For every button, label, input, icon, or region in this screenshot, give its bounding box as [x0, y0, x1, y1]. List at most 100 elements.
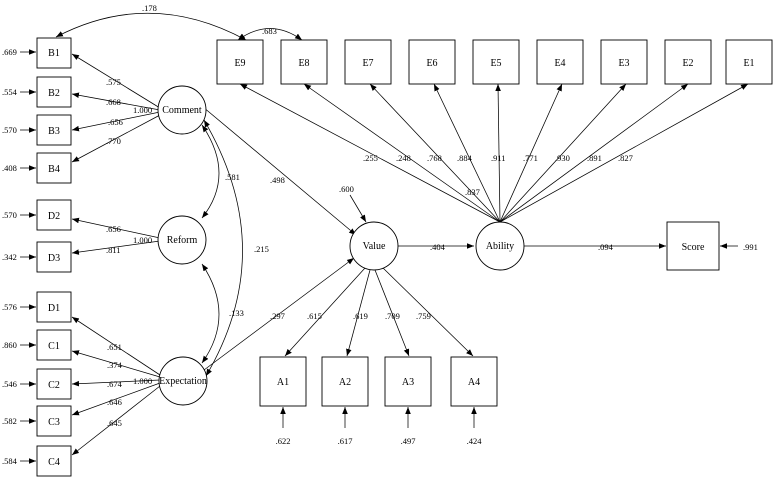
edge-comment-b3 [71, 111, 161, 132]
svg-text:E8: E8 [298, 58, 309, 69]
path-comment-value [202, 106, 357, 236]
edge-expectation-c1 [71, 350, 161, 378]
svg-text:B1: B1 [48, 48, 60, 59]
loading-value-a2: .619 [353, 311, 368, 321]
node-b1: B1 [36, 37, 72, 69]
loading-ability-e4: .771 [523, 153, 538, 163]
node-e4: E4 [536, 39, 584, 85]
node-a1: A1 [259, 356, 307, 407]
residual-d1: .576 [2, 302, 17, 312]
loading-reform-d3: .811 [106, 245, 121, 255]
node-b2: B2 [36, 76, 72, 108]
edge-ability-e6 [433, 83, 501, 223]
svg-text:Comment: Comment [162, 105, 202, 116]
node-reform: Reform [157, 215, 207, 265]
node-e5: E5 [472, 39, 520, 85]
loading-ability-e2: .891 [587, 153, 602, 163]
svg-text:E4: E4 [554, 58, 565, 69]
node-e2: E2 [664, 39, 712, 85]
edge-ability-e8 [303, 83, 501, 223]
svg-text:D2: D2 [48, 211, 60, 222]
loading-expectation-d1: .651 [107, 342, 122, 352]
node-a3: A3 [384, 356, 432, 407]
svg-text:B3: B3 [48, 126, 60, 137]
edge-ability-e5 [495, 83, 501, 223]
edge-ability-e1 [499, 83, 749, 223]
svg-text:B2: B2 [48, 88, 60, 99]
edge-ability-e9 [239, 83, 501, 223]
loading-comment-b1: .575 [106, 77, 121, 87]
loading-value-a4: .759 [416, 311, 431, 321]
node-c1: C1 [36, 329, 72, 361]
residual-a2: .617 [338, 436, 353, 446]
residual-a1: .622 [276, 436, 291, 446]
node-expectation: Expectation [158, 356, 208, 406]
node-e3: E3 [600, 39, 648, 85]
svg-text:Value: Value [363, 241, 386, 252]
edge-comment-b2 [71, 92, 161, 111]
path-label-value-ability: .404 [430, 242, 446, 252]
edge-expectation-c3 [71, 382, 161, 416]
svg-text:B4: B4 [48, 164, 60, 175]
svg-text:C1: C1 [48, 341, 60, 352]
edge-value-a1 [284, 267, 366, 357]
loading-comment-b4: .770 [106, 136, 121, 146]
variance-comment: 1.000 [133, 105, 152, 115]
svg-text:A4: A4 [468, 377, 480, 388]
edge-value-a2 [346, 269, 371, 357]
residual-c2: .546 [2, 379, 17, 389]
svg-text:A2: A2 [339, 377, 351, 388]
loading-ability-e8: .248 [396, 153, 411, 163]
svg-text:Score: Score [682, 242, 705, 253]
node-a2: A2 [321, 356, 369, 407]
svg-text:E2: E2 [682, 58, 693, 69]
cov-label-b1-e9: .178 [142, 3, 157, 13]
cov-label-comment-reform: .581 [225, 172, 240, 182]
svg-text:E7: E7 [362, 58, 373, 69]
residual-d3: .342 [2, 252, 17, 262]
edge-expectation-c4 [71, 385, 161, 456]
node-e1: E1 [725, 39, 773, 85]
node-c4: C4 [36, 445, 72, 477]
svg-text:E5: E5 [490, 58, 501, 69]
node-b4: B4 [36, 152, 72, 184]
node-ability: Ability [475, 221, 525, 271]
cov-comment-reform [201, 124, 220, 219]
residual-b4: .408 [2, 163, 17, 173]
loading-expectation-c4: .645 [107, 418, 122, 428]
svg-text:A1: A1 [277, 377, 289, 388]
node-value: Value [349, 221, 399, 271]
node-d2: D2 [36, 199, 72, 231]
cov-label-e9-e8: .683 [262, 26, 277, 36]
svg-text:E9: E9 [234, 58, 245, 69]
loading-ability-e7: .768 [427, 153, 442, 163]
loading-ability-e6: .884 [457, 153, 473, 163]
loading-value-a3: .709 [385, 311, 400, 321]
path-label-comment-value: .498 [270, 175, 285, 185]
loading-ability-e9: .255 [363, 153, 378, 163]
svg-text:E1: E1 [743, 58, 754, 69]
cov-comment-expectation [203, 119, 243, 377]
residual-b3: .570 [2, 125, 17, 135]
cov-label-comment-expectation: .215 [254, 244, 269, 254]
edge-expectation-d1 [71, 316, 161, 376]
loading-ability-e3: .930 [555, 153, 570, 163]
edge-reform-d3 [71, 240, 161, 255]
path-label-expectation-value: .297 [270, 311, 285, 321]
loading-ability-e5: .911 [491, 153, 506, 163]
svg-text:C2: C2 [48, 380, 60, 391]
residual-d2: .570 [2, 210, 17, 220]
node-a4: A4 [450, 356, 498, 407]
svg-text:D3: D3 [48, 253, 60, 264]
edge-value-a3 [374, 269, 410, 357]
node-e6: E6 [408, 39, 456, 85]
edge-ability-e3 [499, 83, 627, 223]
variance-reform: 1.000 [133, 235, 152, 245]
cov-label-reform-expectation: .133 [229, 308, 244, 318]
cov-e9-e8 [237, 28, 303, 41]
residual-value: .600 [339, 184, 354, 194]
svg-text:Reform: Reform [167, 235, 198, 246]
residual-c4: .584 [2, 456, 18, 466]
path-expectation-value [203, 257, 355, 371]
